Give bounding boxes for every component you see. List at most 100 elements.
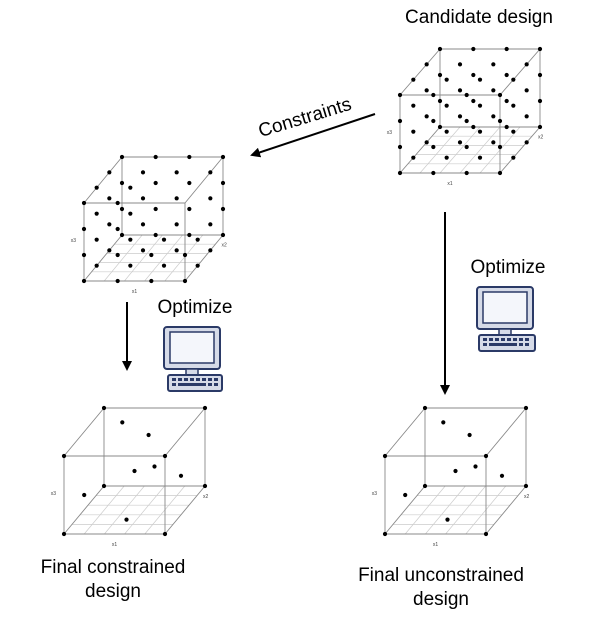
final-unconstrained-point [483, 453, 489, 459]
candidate-point [471, 98, 476, 104]
desktop-computer-icon [476, 286, 536, 352]
constrained-point [220, 180, 226, 186]
final-unconstrained-point [382, 531, 388, 537]
candidate-point [457, 88, 463, 93]
final-unconstrained-point [445, 517, 450, 522]
final-constrained-point [101, 483, 107, 489]
candidate-point [477, 129, 483, 134]
candidate-point [491, 140, 496, 145]
candidate-point [464, 118, 469, 124]
candidate-point [464, 170, 469, 176]
final-unconstrained-point [403, 492, 408, 498]
candidate-point [444, 129, 449, 134]
constrained-point [119, 232, 125, 238]
candidate-point [477, 155, 483, 160]
constrained-point [174, 170, 179, 175]
candidate-grid-line [459, 126, 501, 174]
candidate-point [431, 118, 436, 124]
candidate-point [497, 170, 503, 176]
constrained-point [140, 170, 146, 175]
final-unconstrained-point [523, 405, 529, 411]
candidate-edge [499, 48, 541, 96]
constrained-point [174, 248, 179, 253]
constrained-point [128, 263, 133, 268]
final-constrained-label-line2: design [85, 581, 141, 602]
final-unconstrained-label-line2: design [413, 589, 469, 610]
constrained-point [107, 248, 112, 253]
candidate-grid-line [419, 126, 461, 174]
candidate-point [437, 98, 443, 104]
final-constrained-point [124, 517, 129, 522]
final-unconstrained-point [473, 464, 478, 469]
final-constrained-grid-line [124, 485, 165, 535]
candidate-point [457, 114, 463, 119]
final-constrained-point [162, 531, 168, 537]
constrained-point [174, 222, 179, 227]
candidate-point [437, 72, 443, 78]
constrained-point [107, 222, 112, 227]
candidate-edge [399, 48, 441, 96]
constrained-point [174, 196, 179, 201]
constrained-point [94, 185, 99, 190]
constrained-edge [184, 156, 224, 204]
candidate-axis-z-label: x3 [387, 130, 393, 136]
candidate-point [424, 114, 429, 119]
final-constrained-point [202, 405, 208, 411]
constrained-point [115, 278, 120, 284]
constrained-point [153, 154, 158, 160]
final-constrained-label: Final constrained design [18, 556, 208, 604]
constrained-axis-x-label: x1 [132, 289, 138, 295]
candidate-point [524, 140, 529, 145]
candidate-point [424, 62, 429, 67]
candidate-edge [499, 126, 541, 174]
final-constrained-axis-z-label: x3 [51, 491, 57, 497]
final-constrained-edge [164, 407, 206, 457]
constrained-point [107, 170, 112, 175]
final-constrained-grid-line [83, 485, 125, 535]
constrained-grid-line [103, 234, 143, 282]
constrained-point [195, 237, 200, 242]
constrained-point [140, 222, 146, 227]
constrained-grid-line [144, 234, 183, 282]
candidate-point [444, 155, 449, 160]
constrained-grid-line [124, 234, 163, 282]
candidate-point [511, 103, 516, 108]
candidate-point [457, 140, 463, 145]
candidate-point [411, 129, 416, 134]
final-unconstrained-axis-y-label: x2 [524, 494, 530, 500]
final-constrained-point [61, 531, 67, 537]
constrained-point [119, 206, 125, 212]
final-unconstrained-edge [384, 485, 426, 535]
candidate-point [431, 144, 436, 150]
final-constrained-point [178, 473, 184, 478]
final-unconstrained-grid-line [445, 485, 486, 535]
candidate-point [511, 129, 516, 134]
constrained-point [182, 278, 188, 284]
constrained-point [94, 211, 99, 216]
candidate-point [537, 72, 543, 78]
final-unconstrained-point [483, 531, 489, 537]
candidate-point [497, 144, 503, 150]
final-constrained-point [202, 483, 208, 489]
final-constrained-edge [164, 485, 206, 535]
constrained-point [187, 180, 192, 186]
final-constrained-point [152, 464, 157, 469]
final-constrained-point [120, 420, 125, 425]
final-unconstrained-edge [485, 485, 527, 535]
candidate-point [504, 72, 509, 78]
candidate-point [457, 62, 463, 67]
constrained-point [182, 252, 188, 258]
constrained-point [195, 263, 200, 268]
desktop-computer-icon [163, 326, 223, 392]
candidate-point [497, 118, 503, 124]
candidate-point [411, 155, 416, 160]
final-unconstrained-label-line1: Final unconstrained [358, 565, 524, 586]
final-unconstrained-edge [485, 407, 527, 457]
constrained-point [128, 237, 133, 242]
candidate-edge [399, 126, 441, 174]
final-constrained-axis-x-label: x1 [112, 542, 118, 548]
final-unconstrained-label: Final unconstrained design [338, 564, 544, 612]
